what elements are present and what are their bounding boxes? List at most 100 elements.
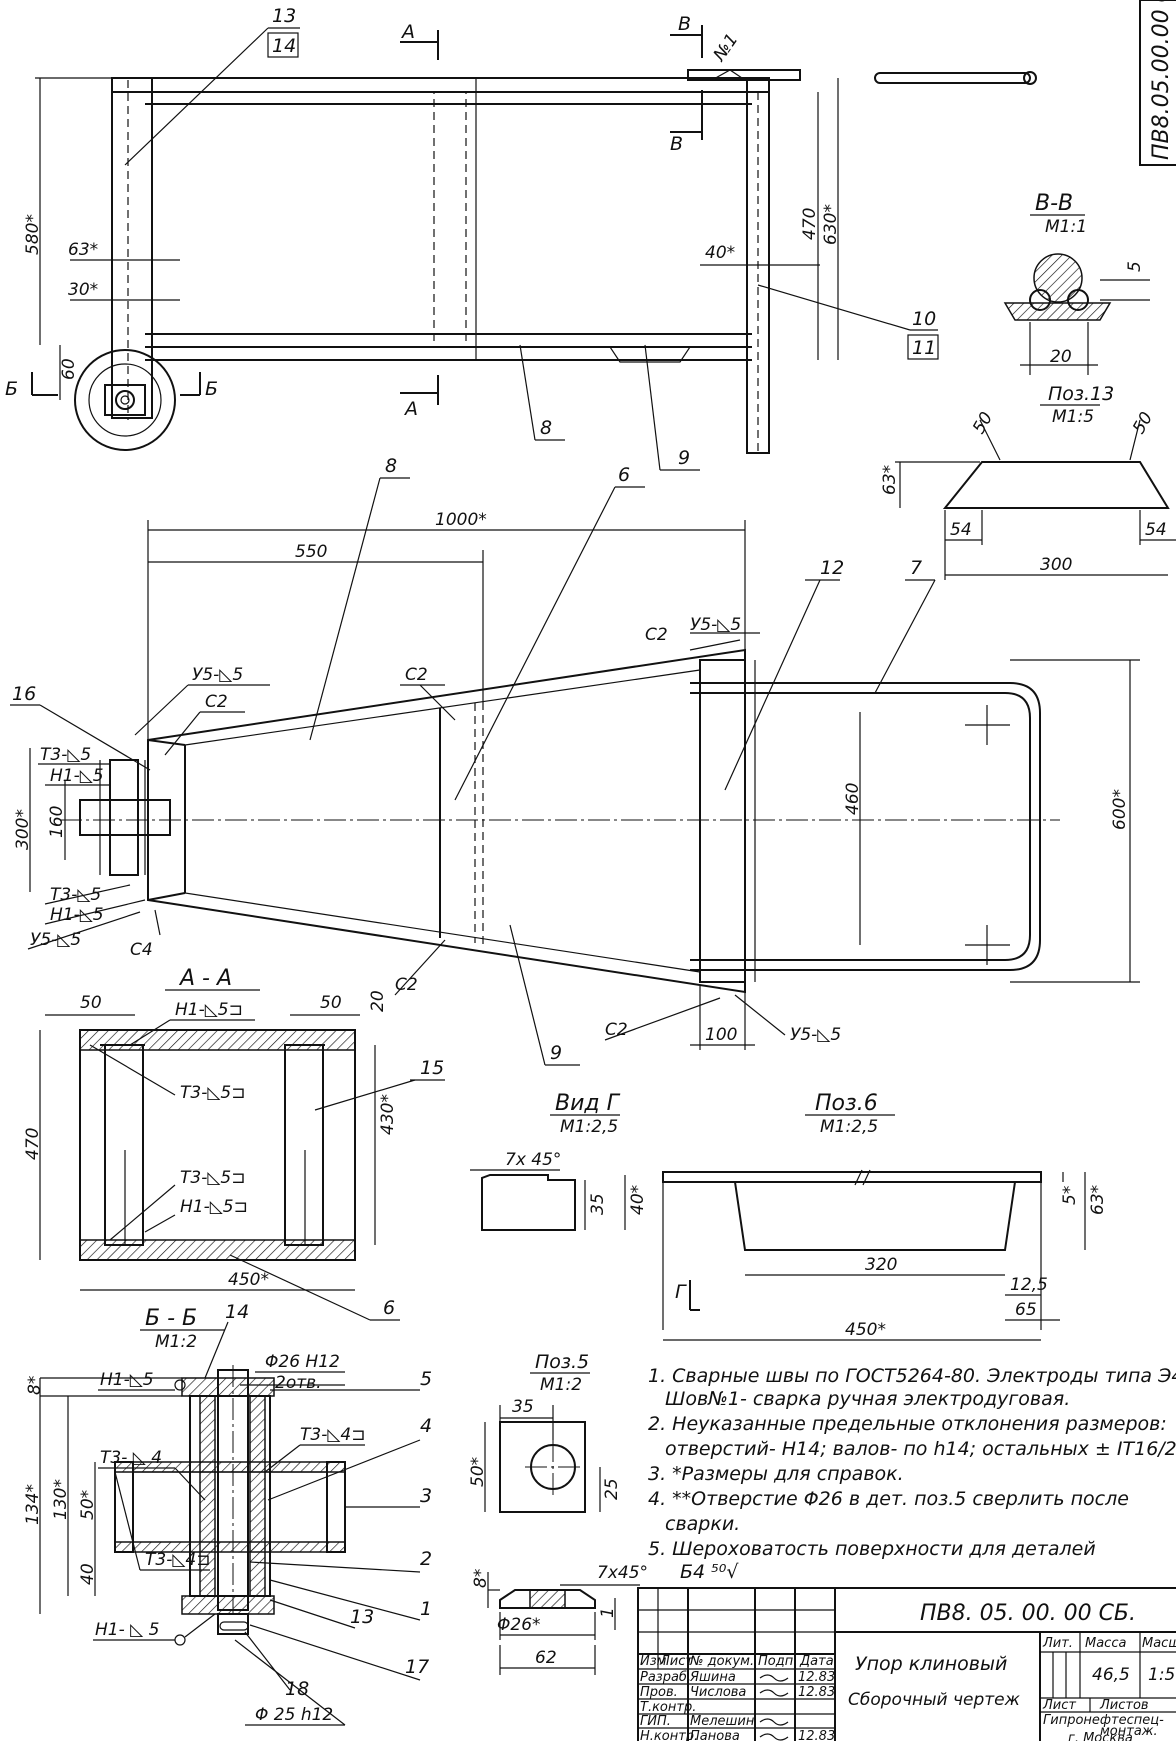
side-stamp: ПВ8.05.00.00 С	[1139, 0, 1176, 166]
section-bb-dim-50: 50*	[78, 1490, 98, 1520]
tb-name-nkontr: Панова	[690, 1729, 740, 1741]
cut-b-left-label: Б	[5, 378, 18, 400]
pos6-scale: М1:2,5	[820, 1117, 878, 1137]
top-view: 13 14 A A Б Б В В №1 580* 63* 30* 60	[5, 5, 1037, 471]
note-2b: отверстий- Н14; валов- по h14; остальных…	[665, 1438, 1176, 1460]
c2-mid: С2	[405, 665, 428, 685]
section-aa-h1-top: Н1-◺5⊐	[175, 1000, 243, 1020]
section-bb-hole: Φ26 Н12	[265, 1352, 340, 1372]
pos13-rough-right: 50	[1129, 409, 1157, 438]
handle-rod	[874, 72, 1031, 84]
section-bb: Б - Б М1:2 14 8* 134* 130* 50* 4	[23, 1301, 432, 1726]
section-bb-pos-18: 18	[285, 1678, 309, 1700]
c4-plan: С4	[130, 940, 153, 960]
signature-2	[759, 1689, 789, 1697]
tb-row-gip: ГИП.	[640, 1714, 671, 1729]
h1-top-plan: Н1-◺5	[50, 766, 104, 786]
tb-col-list: Лист	[659, 1654, 693, 1669]
tb-col-doc: № докум.	[689, 1654, 754, 1669]
section-aa-t3-top: Т3-◺5⊐	[180, 1083, 245, 1103]
tb-row-prov: Пров.	[640, 1685, 678, 1700]
section-bb-pos-2: 2	[420, 1548, 432, 1570]
section-vv-scale: М1:1	[1045, 217, 1087, 237]
view-g-part	[481, 1174, 576, 1231]
tb-date-2: 12.83	[798, 1685, 835, 1700]
section-bb-h1-top: Н1-◺5	[100, 1370, 154, 1390]
tb-row-nkontr: Н.контр.	[640, 1729, 698, 1741]
note-5: 5. Шероховатость поверхности для деталей	[648, 1538, 1096, 1560]
section-bb-title: Б - Б	[145, 1306, 197, 1331]
weld-no1-label: №1	[709, 30, 742, 66]
c2-top: С2	[645, 625, 668, 645]
pos-9-plan-label: 9	[550, 1042, 562, 1064]
c2-bottom-mid: С2	[395, 975, 418, 995]
pos5-plate	[499, 1421, 586, 1513]
view-g-title: Вид Г	[555, 1091, 621, 1116]
title-block: ПВ8. 05. 00. 00 СБ. Упор клиновый Сбороч…	[637, 1587, 1176, 1745]
pos-12-plan-label: 12	[820, 557, 844, 579]
view-g: Вид Г М1:2,5 7х 45° 35 40*	[470, 1091, 648, 1231]
section-bb-dim-130: 130*	[51, 1479, 71, 1520]
pos-10-label: 10	[912, 308, 936, 330]
tb-name-prov: Числова	[690, 1685, 746, 1700]
dim-460: 460	[843, 783, 863, 815]
tb-name-gip: Мелешин	[690, 1714, 755, 1729]
section-vv-title: В-В	[1035, 191, 1073, 216]
pos6-title: Поз.6	[815, 1091, 878, 1116]
tb-col-izm: Изм	[640, 1654, 667, 1669]
tb-org-2: монтаж.	[1100, 1724, 1158, 1739]
tb-hdr-scale: Масш.	[1142, 1636, 1176, 1651]
weld-u5-bottom-right: У5-◺5	[790, 1025, 841, 1045]
section-aa-title: А - А	[178, 966, 232, 991]
plan-view: 1000* 550 460 600* 300* 160 100 8 6 12 7	[10, 455, 1140, 1066]
section-vv: В-В М1:1 20 5	[1003, 191, 1150, 375]
view-g-chamfer: 7х 45°	[505, 1150, 561, 1170]
t3-bottom-plan: Т3-◺5	[50, 885, 101, 905]
wheel	[74, 349, 176, 451]
pos-9-top-label: 9	[678, 447, 690, 469]
section-aa-pos-6: 6	[383, 1297, 395, 1319]
signature-3	[759, 1718, 789, 1726]
pos13-rough-left: 50	[969, 409, 997, 438]
pos-11-label: 11	[912, 337, 936, 359]
pos5-dim-62: 62	[535, 1648, 557, 1668]
view-g-dim-40: 40*	[628, 1185, 648, 1215]
pos6-dim-63: 63*	[1088, 1185, 1108, 1215]
section-bb-t3-lower: Т3-◺4⊐	[145, 1550, 210, 1570]
dim-160: 160	[47, 806, 67, 838]
dim-300-plan: 300*	[13, 809, 33, 850]
tb-scale: 1:5	[1148, 1665, 1175, 1685]
dim-40: 40*	[705, 243, 735, 263]
dim-630: 630*	[821, 204, 841, 245]
note-1b: Шов№1- сварка ручная электродуговая.	[665, 1388, 1070, 1410]
doc-name-2: Сборочный чертеж	[848, 1690, 1021, 1710]
c2-left: С2	[205, 692, 228, 712]
pos13-title: Поз.13	[1048, 383, 1114, 405]
side-stamp-code: ПВ8.05.00.00 С	[1149, 0, 1174, 160]
cut-a-bottom-label: A	[403, 398, 418, 420]
pos5-side	[499, 1589, 596, 1609]
section-bb-holes-count: 2отв.	[275, 1373, 322, 1393]
section-aa-dim-450: 450*	[228, 1270, 269, 1290]
pos-14-label: 14	[272, 35, 296, 57]
dim-600: 600*	[1110, 789, 1130, 830]
cut-v-top-label: В	[678, 13, 691, 35]
note-5b: Б4 ⁵⁰√	[680, 1561, 739, 1583]
section-bb-pos-13: 13	[350, 1606, 374, 1628]
pos-8-plan-label: 8	[385, 455, 397, 477]
pos5-detail: Поз.5 М1:2 35 50* 25 8* 7х45° Φ26* 62 1	[468, 1351, 648, 1675]
tb-org-3: г. Москва	[1068, 1731, 1133, 1741]
note-3: 3. *Размеры для справок.	[648, 1463, 904, 1485]
section-bb-h1-bottom: Н1- ◺ 5	[95, 1620, 159, 1640]
technical-notes: 1. Сварные швы по ГОСТ5264-80. Электроды…	[648, 1365, 1176, 1583]
pos-7-plan-label: 7	[910, 557, 922, 579]
view-g-dim-35: 35	[588, 1193, 608, 1215]
section-aa-dim-20: 20	[368, 990, 388, 1012]
c2-bottom: С2	[605, 1020, 628, 1040]
pos5-dim-26: Φ26*	[497, 1615, 541, 1635]
pos13-dim-54-right: 54	[1145, 520, 1167, 540]
pos-16-plan-label: 16	[12, 683, 36, 705]
left-post	[111, 77, 153, 419]
section-bb-pos-4: 4	[420, 1415, 432, 1437]
